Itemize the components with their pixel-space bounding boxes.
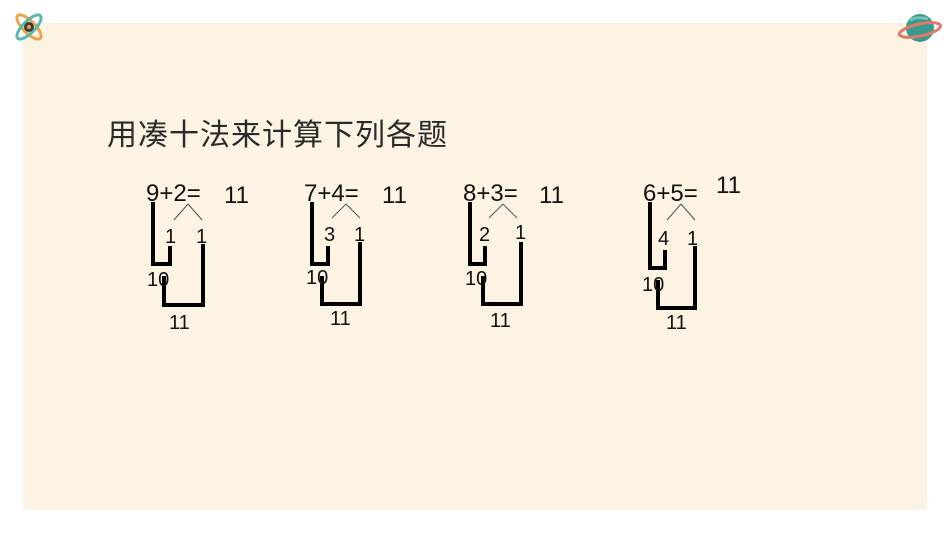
- split-left: 3: [324, 224, 336, 246]
- atom-icon: [15, 13, 43, 41]
- planet-icon: [898, 14, 942, 42]
- split-diagram: [648, 202, 697, 310]
- split-right: 1: [687, 228, 699, 250]
- ten-label: 10: [642, 274, 665, 296]
- split-right: 1: [196, 226, 208, 248]
- problem-2: 7+4= 11 3 1 10 11: [304, 180, 434, 340]
- answer: 11: [716, 172, 741, 199]
- split-right: 1: [354, 224, 366, 246]
- slide-background: [23, 23, 927, 510]
- split-right: 1: [515, 222, 527, 244]
- problem-4: 6+5= 11 4 1 10 11: [642, 172, 773, 340]
- split-left: 4: [658, 228, 670, 250]
- problem-3: 8+3= 11 2 1 10 11: [463, 180, 593, 340]
- split-diagram: [468, 202, 523, 306]
- total-label: 11: [169, 312, 190, 334]
- problem-1: 9+2= 11 1 1 10 11: [146, 180, 276, 340]
- split-left: 2: [479, 224, 491, 246]
- split-left: 1: [165, 226, 177, 248]
- equation: 7+4=: [304, 180, 359, 207]
- total-label: 11: [666, 312, 687, 334]
- total-label: 11: [330, 308, 351, 330]
- ten-label: 10: [306, 267, 329, 289]
- ten-label: 10: [465, 268, 488, 290]
- split-diagram: [151, 202, 205, 307]
- equation: 9+2=: [146, 180, 201, 207]
- answer: 11: [382, 182, 407, 209]
- equation: 6+5=: [643, 180, 698, 207]
- answer: 11: [224, 182, 249, 209]
- total-label: 11: [490, 310, 511, 332]
- ten-label: 10: [147, 269, 170, 291]
- equation: 8+3=: [463, 180, 518, 207]
- split-diagram: [310, 202, 362, 306]
- page-title: 用凑十法来计算下列各题: [107, 118, 448, 153]
- answer: 11: [539, 182, 564, 209]
